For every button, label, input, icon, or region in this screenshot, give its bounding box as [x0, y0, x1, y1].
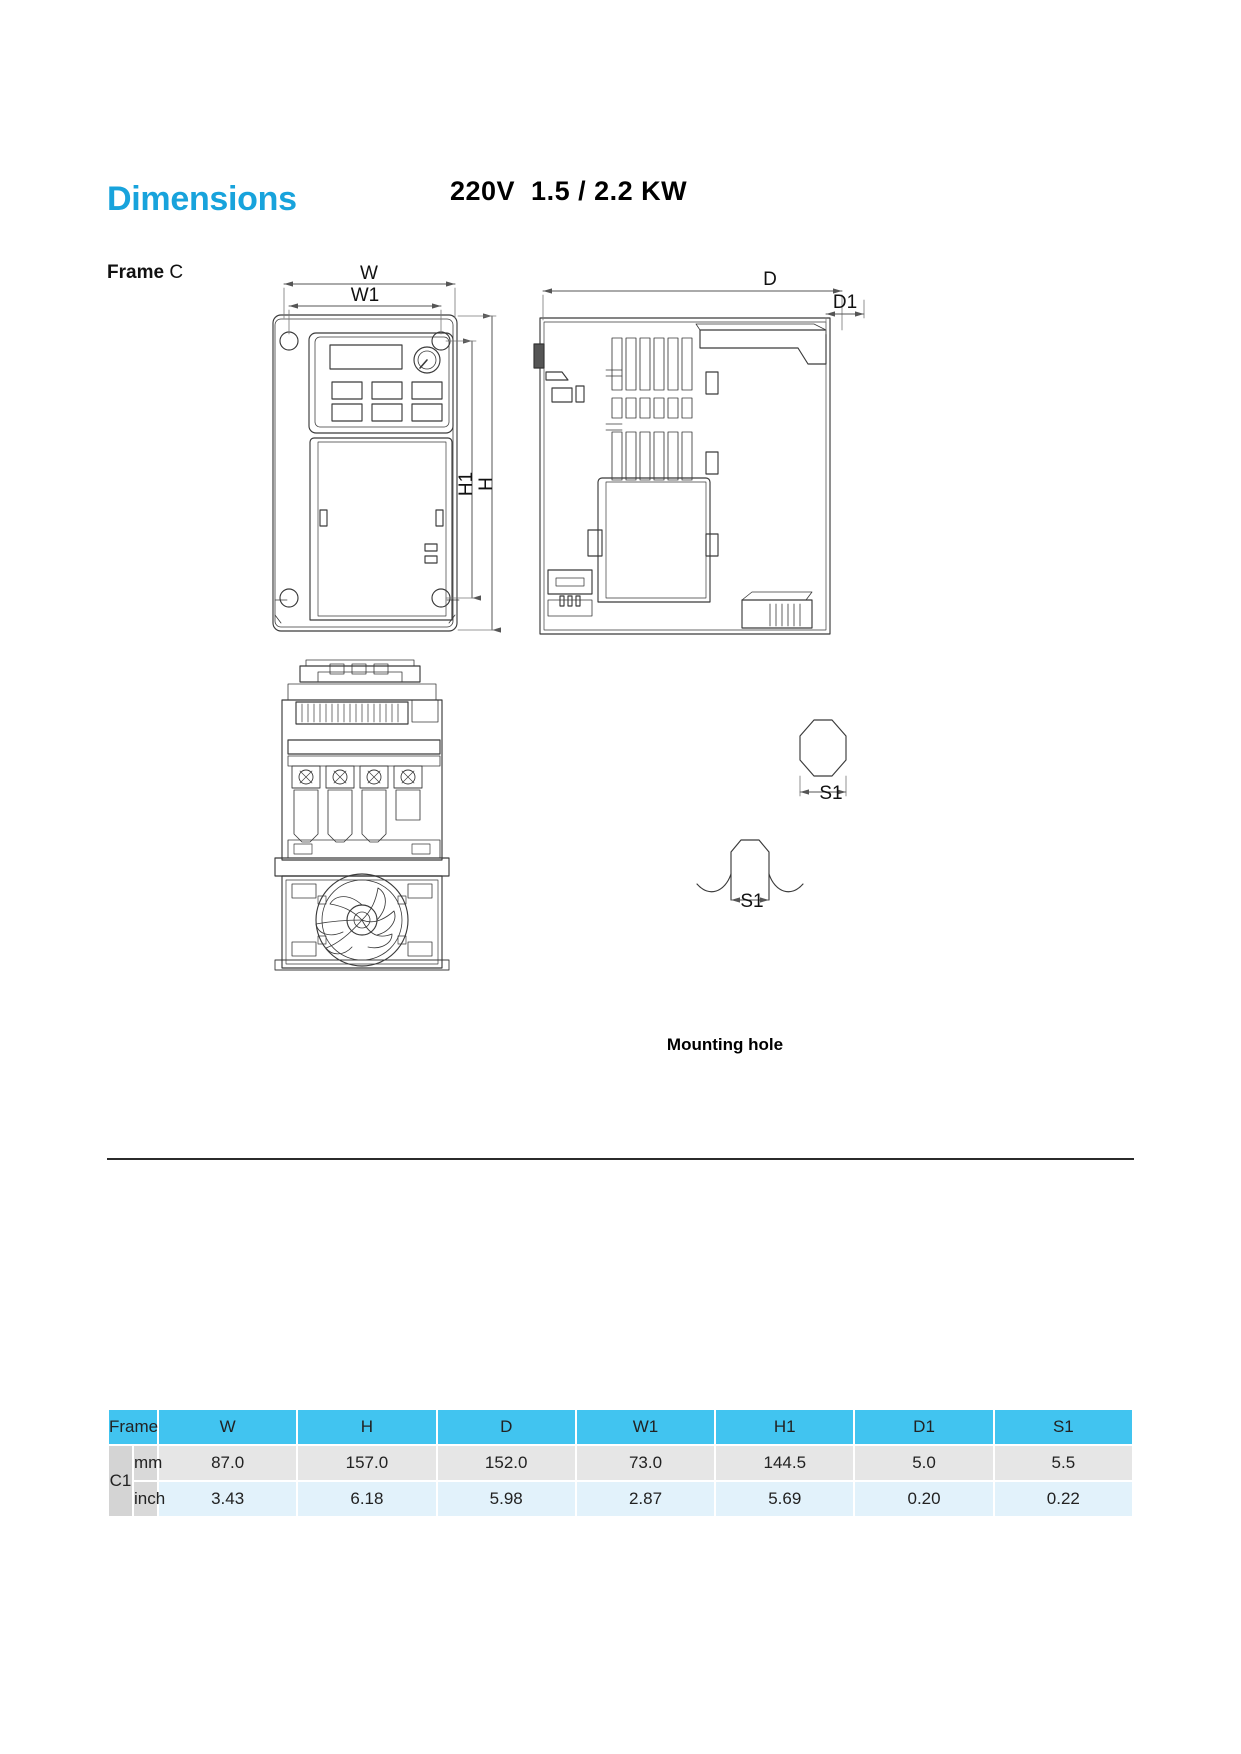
cell-mm-d1: 5.0 [855, 1446, 993, 1480]
table-header-h1: H1 [716, 1410, 854, 1444]
table-header-d1: D1 [855, 1410, 993, 1444]
table-header-w1: W1 [576, 1410, 715, 1444]
table-header-frame: Frame [109, 1410, 158, 1444]
dim-label-w1: W1 [351, 285, 380, 306]
cell-inch-s1: 0.22 [994, 1482, 1132, 1516]
dim-label-d: D [763, 269, 777, 290]
table-header-h: H [298, 1410, 436, 1444]
frame-label-prefix: Frame [107, 262, 165, 283]
dim-label-d1: D1 [833, 292, 857, 313]
dim-label-s1-top: S1 [819, 783, 842, 804]
mounting-hole-caption: Mounting hole [666, 1035, 784, 1054]
cell-mm-w: 87.0 [159, 1446, 297, 1480]
cell-inch-w: 3.43 [159, 1482, 297, 1516]
cell-inch-h: 6.18 [298, 1482, 436, 1516]
cell-mm-s1: 5.5 [994, 1446, 1132, 1480]
cell-inch-w1: 2.87 [576, 1482, 715, 1516]
table-header-s1: S1 [994, 1410, 1132, 1444]
cell-inch-d1: 0.20 [855, 1482, 993, 1516]
table-unit-mm: mm [134, 1446, 162, 1480]
model-title: 220V 1.5 / 2.2 KW [450, 176, 688, 206]
frame-label: Frame C [107, 262, 183, 284]
cell-mm-h1: 144.5 [716, 1446, 854, 1480]
page-title: Dimensions [107, 180, 297, 218]
drawing-svg: W W1 H1 H D D1 S1 S1 [272, 263, 865, 971]
table-row: C1 mm 87.0 157.0 152.0 73.0 144.5 5.0 5.… [109, 1446, 1132, 1516]
cell-inch-h1: 5.69 [716, 1482, 854, 1516]
frame-label-value: C [169, 262, 184, 283]
table-frame-name: C1 [109, 1446, 132, 1516]
cell-mm-h: 157.0 [298, 1446, 436, 1480]
cell-mm-d: 152.0 [437, 1446, 575, 1480]
dim-label-s1-bottom: S1 [740, 891, 763, 912]
technical-drawing-area: W W1 H1 H D D1 S1 S1 [272, 263, 865, 971]
dimensions-table: Frame W H D W1 H1 D1 S1 C1 mm 87.0 157.0… [107, 1408, 1134, 1518]
table-header-d: D [437, 1410, 575, 1444]
cell-mm-w1: 73.0 [576, 1446, 715, 1480]
table-header-row: Frame W H D W1 H1 D1 S1 [109, 1410, 1132, 1444]
section-divider [107, 1158, 1134, 1160]
cell-inch-d: 5.98 [437, 1482, 575, 1516]
dim-label-h1: H1 [456, 472, 477, 496]
table-unit-inch: inch [134, 1482, 165, 1516]
dim-label-w: W [360, 263, 378, 284]
dim-label-h: H [476, 477, 497, 491]
table-row: inch 3.43 6.18 5.98 2.87 5.69 0.20 0.22 [109, 1482, 1132, 1516]
table-header-w: W [159, 1410, 297, 1444]
